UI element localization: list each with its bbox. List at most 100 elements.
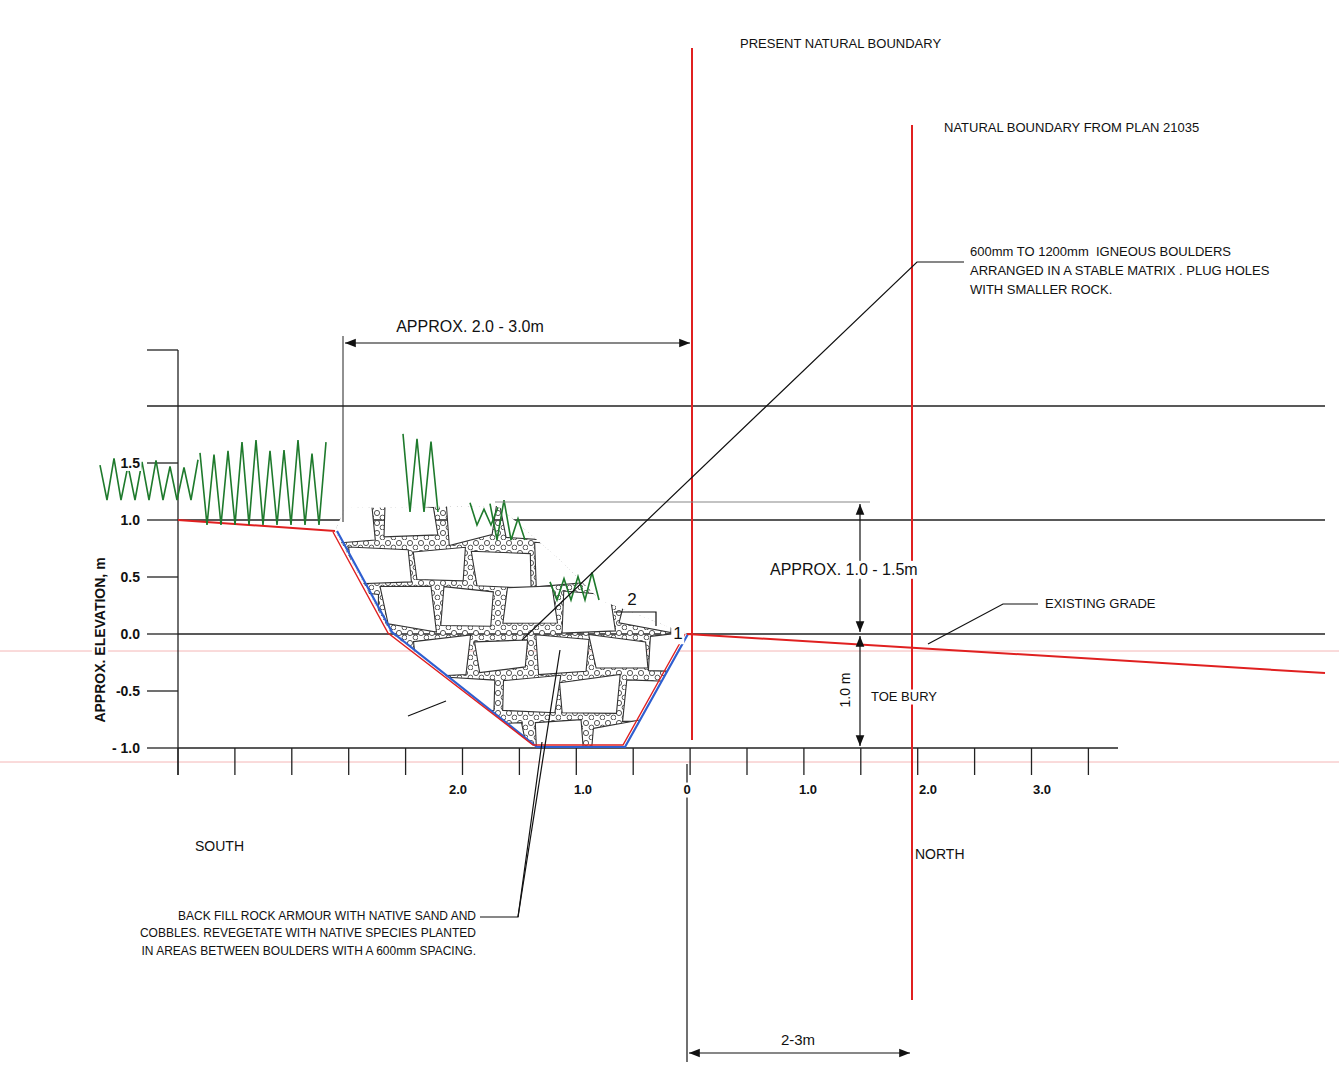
boulder bbox=[379, 676, 441, 717]
existing-grade-line bbox=[687, 634, 1325, 673]
dimension-label: 2.0 bbox=[447, 783, 469, 798]
axis-tick bbox=[234, 748, 235, 775]
axis-tick bbox=[147, 462, 178, 463]
dimension-label: 0.5 bbox=[119, 569, 142, 585]
dimension-label: 1 bbox=[671, 624, 684, 644]
axis-tick bbox=[147, 690, 178, 691]
existing-grade-line bbox=[178, 520, 335, 531]
dimension-label: 1.0 bbox=[119, 512, 142, 528]
faint-line bbox=[0, 762, 1339, 763]
dimension-label: PRESENT NATURAL BOUNDARY bbox=[738, 37, 943, 52]
dimension-label: TOE BURY bbox=[869, 690, 939, 705]
dimension-line bbox=[859, 636, 860, 746]
boulder bbox=[351, 720, 411, 763]
extension-line bbox=[686, 764, 687, 1062]
axis-tick bbox=[291, 748, 292, 775]
grid-line bbox=[178, 747, 1118, 748]
boulder bbox=[653, 548, 707, 588]
dimension-line bbox=[345, 342, 690, 343]
boulder bbox=[318, 588, 378, 633]
boulder bbox=[591, 719, 651, 758]
grid-line bbox=[147, 405, 1325, 406]
axis-tick bbox=[462, 748, 463, 775]
grass-clump bbox=[550, 573, 599, 600]
axis-tick bbox=[147, 576, 178, 577]
elevation-grid bbox=[147, 350, 1325, 775]
axis-tick bbox=[860, 748, 861, 775]
axis-tick bbox=[917, 748, 918, 775]
boulder bbox=[499, 500, 561, 540]
leader-line bbox=[408, 701, 446, 716]
x-axis-ticks bbox=[178, 748, 1088, 775]
axis-tick bbox=[405, 748, 406, 775]
boundary-line bbox=[691, 48, 693, 740]
boulder bbox=[474, 723, 530, 763]
extension-line bbox=[343, 336, 344, 522]
cobble-backfill bbox=[320, 490, 700, 760]
axis-tick bbox=[974, 748, 975, 775]
dimension-label: 2 bbox=[625, 590, 638, 610]
axis-tick bbox=[147, 349, 178, 350]
axis-tick bbox=[1031, 748, 1032, 775]
dimension-label: 2-3m bbox=[779, 1031, 817, 1048]
dimension-label: 1.0 bbox=[797, 783, 819, 798]
boulder bbox=[441, 587, 494, 627]
boulder bbox=[503, 675, 561, 712]
dimension-label: APPROX. 2.0 - 3.0m bbox=[394, 318, 546, 336]
dimension-label: 0 bbox=[681, 783, 692, 798]
boulder bbox=[622, 502, 673, 544]
filter-line bbox=[337, 531, 688, 747]
dimension-label: -0.5 bbox=[114, 683, 142, 699]
axis-tick bbox=[519, 748, 520, 775]
boulder bbox=[680, 590, 735, 633]
dimension-line bbox=[689, 1052, 910, 1053]
dimension-label: NORTH bbox=[913, 846, 967, 862]
boulders bbox=[318, 500, 739, 765]
leader-line bbox=[480, 742, 542, 917]
axis-tick bbox=[147, 519, 178, 520]
axis-tick bbox=[689, 748, 690, 775]
dimension-label: APPROX. 1.0 - 1.5m bbox=[768, 561, 920, 579]
boulder bbox=[589, 634, 648, 668]
grass-clump bbox=[403, 434, 438, 512]
dimension-label: 0.0 bbox=[119, 626, 142, 642]
grass-clump bbox=[200, 440, 326, 525]
axis-tick bbox=[746, 748, 747, 775]
axis-tick bbox=[147, 633, 178, 634]
slope-symbol bbox=[614, 612, 656, 626]
grass-clump bbox=[490, 500, 525, 540]
boulder bbox=[320, 682, 373, 721]
boulder bbox=[319, 501, 375, 545]
excavation-line bbox=[333, 532, 685, 745]
dimension-label: EXISTING GRADE bbox=[1043, 597, 1158, 612]
axis-tick bbox=[177, 748, 178, 775]
boulder bbox=[471, 551, 531, 588]
axis-tick bbox=[633, 748, 634, 775]
grid-line bbox=[178, 633, 1325, 634]
boulder bbox=[475, 640, 528, 673]
dimension-label: 1.0 bbox=[572, 783, 594, 798]
boulder bbox=[649, 722, 710, 761]
dimension-label: 1.5 bbox=[119, 455, 142, 471]
note-text: 600mm TO 1200mm IGNEOUS BOULDERS ARRANGE… bbox=[968, 243, 1307, 300]
axis-tick bbox=[803, 748, 804, 775]
note-text: BACK FILL ROCK ARMOUR WITH NATIVE SAND A… bbox=[129, 908, 478, 960]
vegetation bbox=[100, 434, 599, 600]
leader-line bbox=[522, 262, 964, 640]
leader-line bbox=[928, 604, 1038, 644]
axis-tick bbox=[1088, 748, 1089, 775]
axis-title: 1.0 m bbox=[837, 670, 853, 709]
boulder bbox=[503, 586, 558, 623]
boulder bbox=[560, 674, 621, 713]
axis-tick bbox=[576, 748, 577, 775]
grass-clump bbox=[100, 458, 198, 500]
extension-line bbox=[495, 501, 870, 502]
boulder bbox=[411, 725, 471, 761]
axis-tick bbox=[147, 747, 178, 748]
dimension-label: NATURAL BOUNDARY FROM PLAN 21035 bbox=[942, 121, 1201, 136]
boulder bbox=[354, 635, 408, 674]
boulder bbox=[413, 547, 465, 581]
dimension-label: SOUTH bbox=[193, 838, 246, 854]
dimension-label: - 1.0 bbox=[110, 740, 142, 756]
